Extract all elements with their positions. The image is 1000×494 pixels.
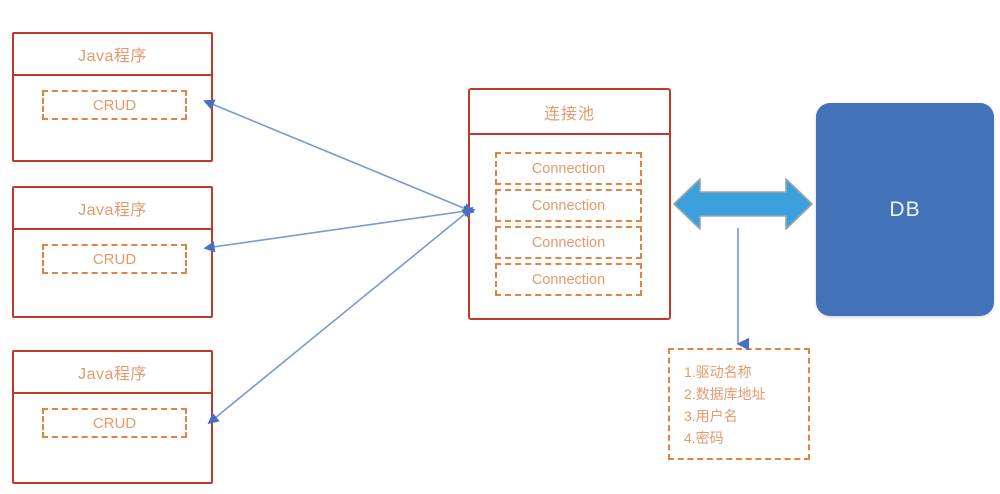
crud-label-2: CRUD: [92, 250, 137, 268]
connection-label-1: Connection: [531, 160, 606, 177]
java-program-body-2: CRUD: [14, 230, 211, 316]
connection-properties-box[interactable]: 1.驱动名称 2.数据库地址 3.用户名 4.密码: [668, 348, 810, 460]
connection-label-3: Connection: [531, 234, 606, 251]
connector-app3-pool: [207, 206, 474, 425]
database-box[interactable]: DB: [816, 103, 994, 316]
java-program-title-3: Java程序: [78, 366, 147, 383]
java-program-header-2: Java程序: [14, 188, 211, 230]
connector-pool-db-block-arrow: [673, 178, 813, 230]
connection-item-1[interactable]: Connection: [495, 152, 642, 185]
connection-item-2[interactable]: Connection: [495, 189, 642, 222]
connection-pool-box[interactable]: 连接池 Connection Connection Connection Con…: [468, 88, 671, 320]
connection-item-4[interactable]: Connection: [495, 263, 642, 296]
crud-box-3[interactable]: CRUD: [42, 408, 187, 438]
java-program-body-1: CRUD: [14, 76, 211, 160]
property-item-4: 4.密码: [684, 430, 724, 446]
connection-pool-header: 连接池: [470, 90, 669, 135]
java-program-box-1[interactable]: Java程序 CRUD: [12, 32, 213, 162]
crud-label-3: CRUD: [92, 414, 137, 432]
property-item-3: 3.用户名: [684, 408, 738, 424]
java-program-header-3: Java程序: [14, 352, 211, 394]
connector-app1-pool: [203, 99, 475, 214]
java-program-box-3[interactable]: Java程序 CRUD: [12, 350, 213, 484]
connection-label-4: Connection: [531, 271, 606, 288]
java-program-box-2[interactable]: Java程序 CRUD: [12, 186, 213, 318]
connection-item-3[interactable]: Connection: [495, 226, 642, 259]
connection-pool-title: 连接池: [543, 105, 595, 123]
connection-label-2: Connection: [531, 197, 606, 214]
crud-label-1: CRUD: [92, 96, 137, 114]
java-program-body-3: CRUD: [14, 394, 211, 482]
java-program-title-1: Java程序: [78, 48, 147, 65]
property-item-2: 2.数据库地址: [684, 386, 766, 402]
java-program-header-1: Java程序: [14, 34, 211, 76]
database-label: DB: [889, 197, 921, 221]
java-program-title-2: Java程序: [78, 202, 147, 219]
crud-box-1[interactable]: CRUD: [42, 90, 187, 120]
crud-box-2[interactable]: CRUD: [42, 244, 187, 274]
connector-app2-pool: [203, 205, 476, 253]
property-item-1: 1.驱动名称: [684, 364, 752, 380]
